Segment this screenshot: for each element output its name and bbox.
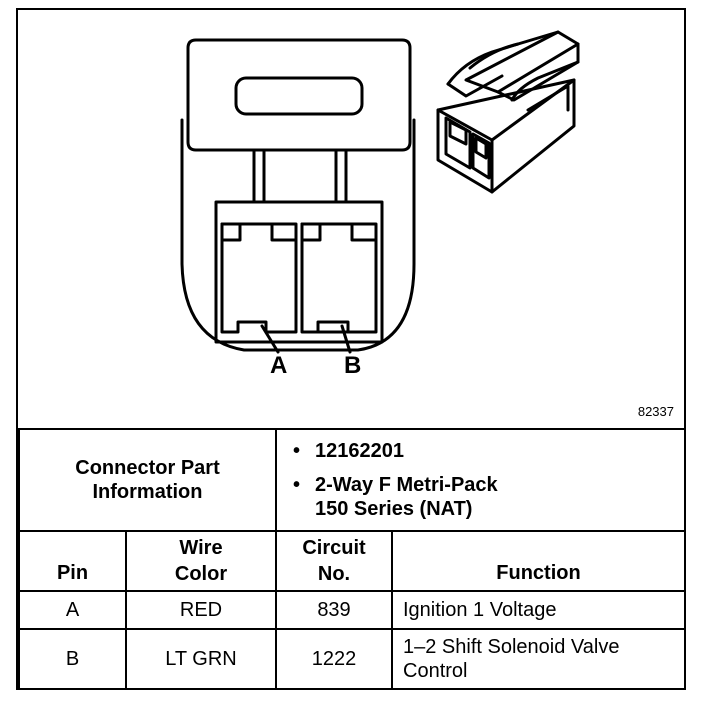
table-row: B LT GRN 1222 1–2 Shift Solenoid Valve C… xyxy=(18,628,686,690)
cavity-b-notches xyxy=(300,222,378,334)
header-function: Function xyxy=(391,530,686,592)
row-b-function-line1: 1–2 Shift Solenoid Valve xyxy=(403,636,620,658)
tab-slot xyxy=(234,76,364,116)
description-line1: 2-Way F Metri-Pack xyxy=(315,474,498,496)
connector-drawing: A B 82337 xyxy=(18,10,684,428)
leader-b xyxy=(340,324,352,354)
header-circuit-line2: No. xyxy=(317,563,351,585)
cavity-a-notches xyxy=(220,222,298,242)
table-row: A RED 839 Ignition 1 Voltage xyxy=(18,590,686,630)
connector-part-info-cell: • 12162201 • 2-Way F Metri-Pack 150 Seri… xyxy=(275,428,686,532)
row-b-function-line2: Control xyxy=(403,660,468,682)
header-pin: Pin xyxy=(18,530,127,592)
header-circuit-line1: Circuit xyxy=(302,537,366,559)
locking-tab-outline xyxy=(186,38,412,152)
part-number: 12162201 xyxy=(315,440,404,462)
bullet-icon: • xyxy=(293,440,301,462)
row-b-wire-color: LT GRN xyxy=(125,628,277,690)
connector-part-label: Connector Part xyxy=(75,457,220,479)
row-a-function: Ignition 1 Voltage xyxy=(391,590,686,630)
cavity-a xyxy=(220,222,298,334)
part-number-item: • 12162201 xyxy=(293,439,684,463)
row-b-circuit: 1222 xyxy=(275,628,393,690)
figure-number: 82337 xyxy=(637,404,674,419)
inner-housing xyxy=(214,200,384,344)
rail-left xyxy=(252,148,266,204)
pin-label-b: B xyxy=(344,352,362,379)
row-a-wire-color: RED xyxy=(125,590,277,630)
connector-part-row: Connector Part Information • 12162201 • … xyxy=(18,428,686,532)
header-circuit: Circuit No. xyxy=(275,530,393,592)
header-wire-line1: Wire xyxy=(179,537,223,559)
header-row: Pin Wire Color Circuit No. Function xyxy=(18,530,686,592)
diagram-frame: A B 82337 Connector Part Information • 1… xyxy=(16,8,686,690)
connector-info-label: Information xyxy=(92,481,203,503)
row-a-circuit: 839 xyxy=(275,590,393,630)
bullet-icon: • xyxy=(293,474,301,496)
connector-table: Connector Part Information • 12162201 • … xyxy=(18,428,686,690)
row-b-pin: B xyxy=(18,628,127,690)
row-b-function: 1–2 Shift Solenoid Valve Control xyxy=(391,628,686,690)
pin-label-a: A xyxy=(270,352,288,379)
description-line2: 150 Series (NAT) xyxy=(315,498,473,520)
isometric-connector xyxy=(436,30,580,194)
connector-part-label-cell: Connector Part Information xyxy=(18,428,277,532)
header-wire-color: Wire Color xyxy=(125,530,277,592)
description-item: • 2-Way F Metri-Pack xyxy=(293,473,684,497)
connector-body-outline xyxy=(180,118,416,352)
header-wire-line2: Color xyxy=(174,563,228,585)
leader-a xyxy=(260,324,280,354)
row-a-pin: A xyxy=(18,590,127,630)
rail-right xyxy=(334,148,348,204)
connector-illustration xyxy=(180,30,580,354)
